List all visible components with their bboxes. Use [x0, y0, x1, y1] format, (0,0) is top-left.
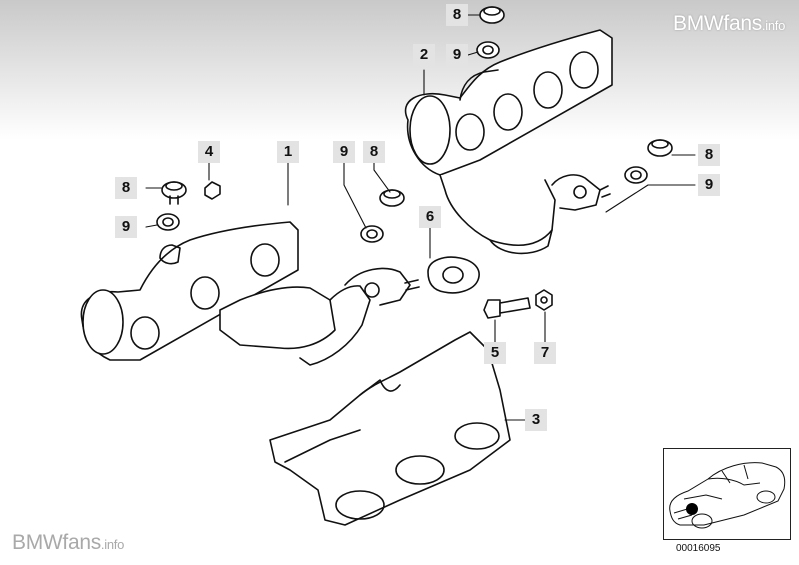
- callout-part-3: 3: [525, 409, 547, 431]
- callout-part-8: 8: [363, 141, 385, 163]
- callout-part-7: 7: [534, 342, 556, 364]
- diagram-code: 00016095: [676, 543, 721, 554]
- exhaust-manifold-rear: [404, 29, 613, 255]
- watermark-top-main: BMWfans: [673, 12, 762, 35]
- watermark-top: BMWfans.info: [673, 12, 785, 36]
- callout-part-4: 4: [198, 141, 220, 163]
- callout-part-8: 8: [698, 144, 720, 166]
- callout-part-6: 6: [419, 206, 441, 228]
- callout-part-9: 9: [698, 174, 720, 196]
- watermark-bottom: BMWfans.info: [12, 531, 124, 555]
- nut: [535, 289, 553, 311]
- callout-part-9: 9: [333, 141, 355, 163]
- callout-part-9: 9: [115, 216, 137, 238]
- callout-part-8: 8: [115, 177, 137, 199]
- callout-part-1: 1: [277, 141, 299, 163]
- callout-part-5: 5: [484, 342, 506, 364]
- callout-part-9: 9: [446, 44, 468, 66]
- callout-part-2: 2: [413, 44, 435, 66]
- bolt: [483, 297, 531, 319]
- car-outline-icon: [669, 462, 786, 529]
- vehicle-location-thumbnail: [663, 448, 791, 540]
- watermark-bottom-main: BMWfans: [12, 531, 101, 554]
- exhaust-manifold-front: [80, 221, 420, 366]
- leader-lines: [145, 14, 696, 421]
- gasket: [427, 256, 480, 294]
- fasteners: [156, 6, 673, 243]
- callout-part-8: 8: [446, 4, 468, 26]
- location-marker: [686, 503, 698, 515]
- heat-shield: [269, 331, 511, 526]
- watermark-top-suffix: .info: [761, 18, 785, 33]
- watermark-bottom-suffix: .info: [100, 537, 124, 552]
